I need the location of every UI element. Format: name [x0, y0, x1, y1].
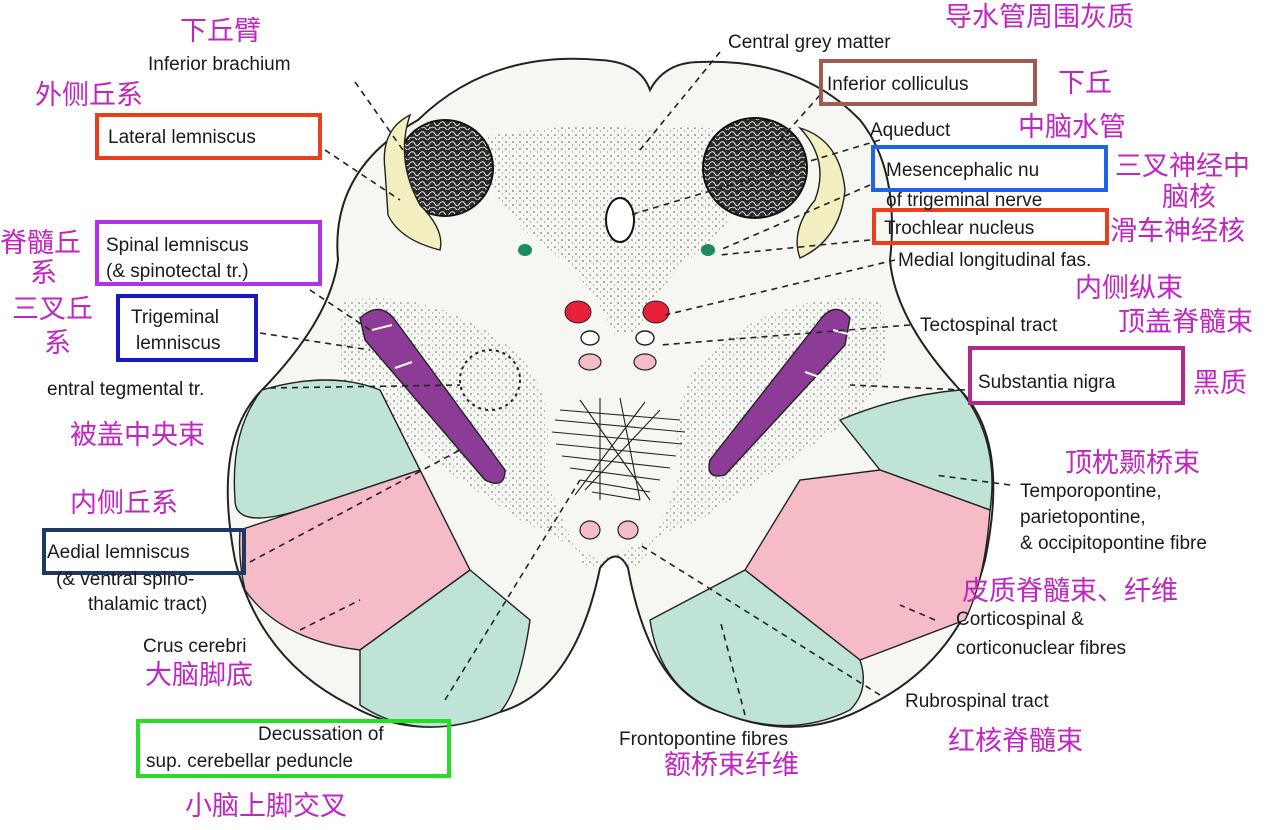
label-zh-substantia-nigra: 黑质: [1193, 368, 1247, 399]
label-en-lateral-lemniscus: Lateral lemniscus: [108, 127, 256, 148]
label-en-temporopontine-3: & occipitopontine fibre: [1020, 533, 1207, 554]
label-en-central-tegmental: entral tegmental tr.: [47, 379, 204, 400]
label-zh-spinal-lemniscus-2: 系: [30, 258, 57, 289]
tectospinal-right-b: [633, 353, 657, 371]
label-zh-mesencephalic-1: 三叉神经中: [1115, 151, 1250, 182]
label-en-aqueduct: Aqueduct: [870, 120, 951, 141]
tectospinal-right-a: [635, 330, 655, 346]
label-zh-central-grey: 导水管周围灰质: [945, 2, 1134, 33]
label-zh-inferior-colliculus: 下丘: [1058, 68, 1112, 99]
label-en-medial-lemniscus-1: Aedial lemniscus: [47, 542, 190, 563]
nucleus-green-right: [701, 244, 715, 256]
label-zh-temporopontine: 顶枕颞桥束: [1065, 448, 1200, 479]
label-en-mesencephalic-1: Mesencephalic nu: [886, 160, 1039, 181]
lemniscus-right-divider-1: [832, 329, 853, 336]
decussation-hatching: [551, 397, 686, 501]
label-zh-frontopontine: 额桥束纤维: [664, 750, 799, 781]
inferior-colliculus-right: [702, 117, 808, 219]
label-en-central-grey: Central grey matter: [728, 32, 891, 53]
box-substantia-nigra: [968, 346, 1185, 405]
crus-cerebri-right-teal-lower: [649, 569, 864, 727]
label-zh-corticospinal: 皮质脊髓束、纤维: [962, 576, 1178, 607]
box-lateral-lemniscus: [95, 113, 322, 160]
label-zh-decussation: 小脑上脚交叉: [185, 791, 347, 822]
lemniscus-left-divider-1: [371, 324, 393, 331]
label-zh-trochlear: 滑车神经核: [1110, 216, 1245, 247]
lemniscus-left-divider-2: [394, 361, 413, 369]
lateral-lemniscus-right-yellow: [796, 126, 846, 259]
label-en-tectospinal: Tectospinal tract: [920, 315, 1058, 336]
mlf-left: [564, 300, 592, 324]
label-zh-trigeminal-lemniscus-2: 系: [44, 328, 71, 359]
leader-lines: [249, 51, 1011, 716]
label-zh-central-tegmental: 被盖中央束: [70, 420, 205, 451]
medial-lemniscus-left-band: [359, 308, 506, 484]
label-zh-medial-lemniscus: 内侧丘系: [70, 488, 178, 519]
label-zh-medial-longitudinal: 内侧纵束: [1075, 273, 1183, 304]
lateral-lemniscus-left-yellow: [383, 113, 442, 251]
label-en-decussation-1: Decussation of: [258, 724, 384, 745]
tectospinal-left-a: [580, 330, 600, 346]
label-en-crus-cerebri: Crus cerebri: [143, 636, 246, 657]
label-zh-lateral-lemniscus: 外侧丘系: [35, 80, 143, 111]
mlf-right: [642, 300, 670, 324]
label-en-trochlear: Trochlear nucleus: [884, 218, 1034, 239]
label-en-temporopontine-1: Temporopontine,: [1020, 481, 1162, 502]
label-en-rubrospinal: Rubrospinal tract: [905, 691, 1049, 712]
label-zh-crus-cerebri: 大脑脚底: [145, 660, 253, 691]
label-zh-tectospinal: 顶盖脊髓束: [1118, 307, 1253, 338]
label-zh-aqueduct: 中脑水管: [1018, 112, 1126, 143]
label-en-frontopontine: Frontopontine fibres: [619, 729, 788, 750]
tectospinal-left-b: [578, 353, 602, 371]
label-en-corticospinal-1: Corticospinal &: [956, 609, 1084, 630]
aqueduct-shape: [605, 197, 635, 243]
label-en-medial-lemniscus-3: thalamic tract): [88, 594, 207, 615]
central-tegmental-circle: [459, 349, 521, 411]
medial-lemniscus-right-band: [708, 308, 851, 477]
lemniscus-right-divider-2: [804, 371, 823, 379]
box-medial-lemniscus: [42, 528, 246, 575]
label-en-corticospinal-2: corticonuclear fibres: [956, 638, 1126, 659]
box-spinal-lemniscus: [95, 220, 322, 286]
label-zh-trigeminal-lemniscus-1: 三叉丘: [12, 294, 93, 325]
box-trigeminal-lemniscus: [116, 294, 258, 362]
box-inferior-colliculus: [819, 59, 1037, 106]
label-zh-mesencephalic-2: 脑核: [1162, 182, 1216, 213]
label-en-decussation-2: sup. cerebellar peduncle: [146, 751, 353, 772]
label-en-inferior-brachium: Inferior brachium: [148, 54, 291, 75]
label-en-temporopontine-2: parietopontine,: [1020, 507, 1146, 528]
label-zh-inferior-brachium: 下丘臂: [180, 16, 261, 47]
label-zh-spinal-lemniscus-1: 脊髓丘: [0, 228, 81, 259]
label-en-inferior-colliculus: Inferior colliculus: [827, 74, 969, 95]
tegmentum-region: [338, 298, 886, 568]
label-en-mesencephalic-2: of trigeminal nerve: [886, 190, 1042, 211]
crus-cerebri-left-pink: [238, 469, 471, 651]
label-en-spinal-lemniscus-1: Spinal lemniscus: [106, 235, 249, 256]
box-mesencephalic-nucleus: [871, 145, 1108, 192]
label-en-medial-lemniscus-2: (& ventral spino-: [56, 569, 194, 590]
label-en-trigeminal-lemniscus-2: lemniscus: [136, 333, 220, 354]
crus-cerebri-left-teal-upper: [233, 379, 421, 519]
label-zh-rubrospinal: 红核脊髓束: [948, 726, 1083, 757]
label-en-substantia-nigra: Substantia nigra: [978, 372, 1116, 393]
rubrospinal-left: [579, 520, 601, 540]
label-en-spinal-lemniscus-2: (& spinotectal tr.): [106, 261, 249, 282]
label-en-trigeminal-lemniscus-1: Trigeminal: [131, 307, 219, 328]
box-trochlear-nucleus: [872, 208, 1109, 245]
nucleus-green-left: [518, 244, 532, 256]
label-en-medial-longitudinal: Medial longitudinal fas.: [898, 250, 1091, 271]
box-decussation: [136, 719, 451, 778]
rubrospinal-right: [617, 520, 639, 540]
